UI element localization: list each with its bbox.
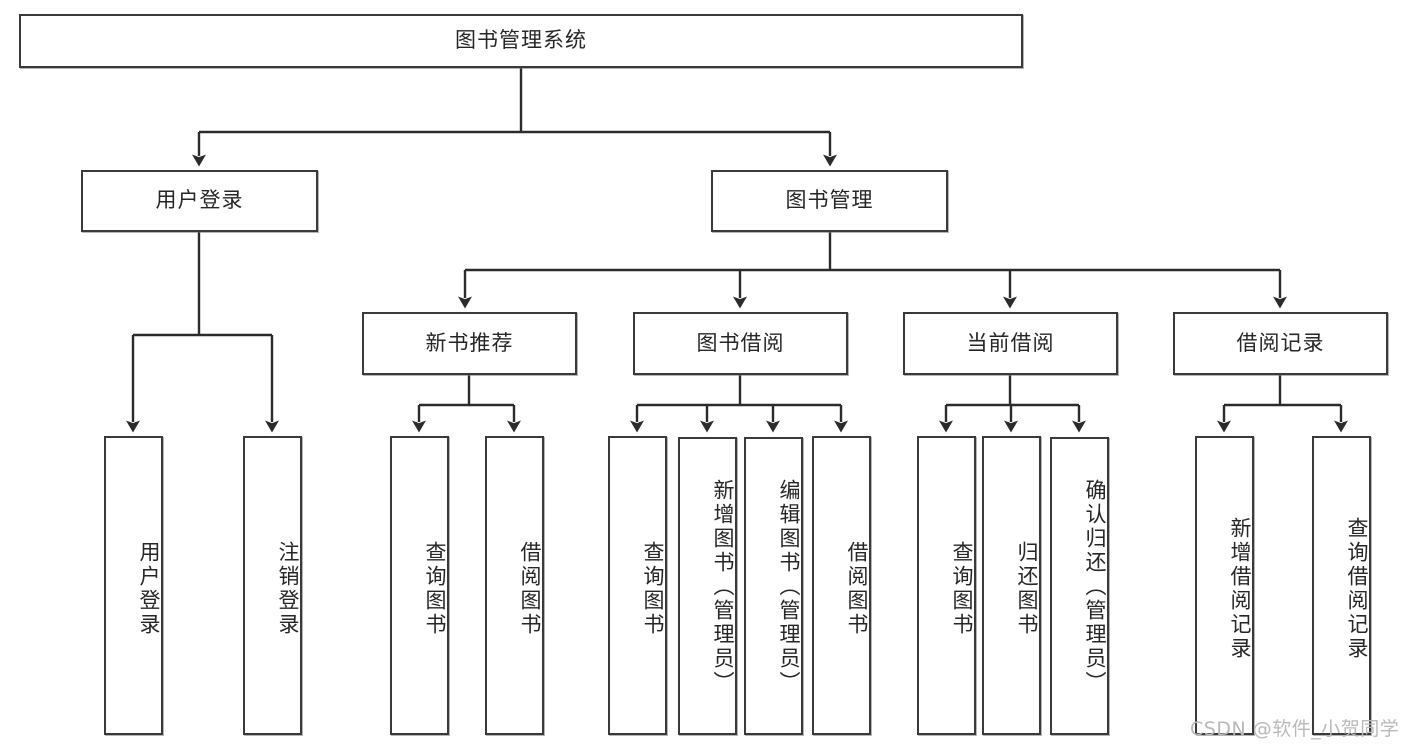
node-borrow-record[interactable]: 借阅记录 [1173, 312, 1388, 375]
csdn-watermark: CSDN @软件_小贺同学 [1190, 718, 1400, 740]
leaf-query-record-label: 查询借阅记录 [1345, 516, 1369, 661]
leaf-user-login[interactable]: 用户登录 [104, 436, 163, 735]
leaf-query-book-2-label: 查询图书 [641, 540, 665, 637]
leaf-user-login-label: 用户登录 [137, 540, 161, 637]
node-new-book-recommend-label: 新书推荐 [425, 330, 514, 355]
leaf-query-book-3[interactable]: 查询图书 [917, 436, 976, 735]
node-book-manage-label: 图书管理 [785, 188, 874, 213]
node-current-borrow-label: 当前借阅 [966, 330, 1055, 355]
node-borrow-record-label: 借阅记录 [1236, 330, 1325, 355]
leaf-add-book[interactable]: 新增图书（管理员） [678, 437, 737, 735]
leaf-query-book-1[interactable]: 查询图书 [390, 436, 449, 735]
leaf-add-book-label: 新增图书（管理员） [711, 479, 735, 695]
leaf-return-book[interactable]: 归还图书 [982, 436, 1041, 735]
node-current-borrow[interactable]: 当前借阅 [903, 312, 1118, 375]
leaf-borrow-book-2[interactable]: 借阅图书 [812, 436, 871, 735]
leaf-borrow-book-1[interactable]: 借阅图书 [485, 436, 544, 735]
leaf-borrow-book-1-label: 借阅图书 [518, 540, 542, 637]
leaf-edit-book[interactable]: 编辑图书（管理员） [744, 437, 803, 735]
leaf-edit-book-label: 编辑图书（管理员） [777, 479, 801, 695]
leaf-query-book-2[interactable]: 查询图书 [608, 436, 667, 735]
leaf-return-book-label: 归还图书 [1015, 540, 1039, 637]
leaf-query-book-3-label: 查询图书 [950, 540, 974, 637]
node-new-book-recommend[interactable]: 新书推荐 [362, 312, 577, 375]
node-book-manage[interactable]: 图书管理 [711, 170, 948, 232]
node-root-label: 图书管理系统 [455, 28, 587, 53]
leaf-query-book-1-label: 查询图书 [423, 540, 447, 637]
node-book-borrow-label: 图书借阅 [696, 330, 785, 355]
node-user-login-label: 用户登录 [155, 188, 244, 213]
leaf-query-record[interactable]: 查询借阅记录 [1312, 436, 1371, 735]
node-book-borrow[interactable]: 图书借阅 [633, 312, 848, 375]
leaf-user-logout[interactable]: 注销登录 [243, 436, 302, 735]
node-user-login[interactable]: 用户登录 [81, 170, 318, 232]
leaf-add-record-label: 新增借阅记录 [1228, 516, 1252, 661]
leaf-add-record[interactable]: 新增借阅记录 [1195, 436, 1254, 735]
leaf-confirm-return[interactable]: 确认归还（管理员） [1050, 437, 1109, 735]
leaf-confirm-return-label: 确认归还（管理员） [1083, 479, 1107, 695]
leaf-user-logout-label: 注销登录 [276, 540, 300, 637]
node-root[interactable]: 图书管理系统 [19, 14, 1023, 68]
leaf-borrow-book-2-label: 借阅图书 [845, 540, 869, 637]
